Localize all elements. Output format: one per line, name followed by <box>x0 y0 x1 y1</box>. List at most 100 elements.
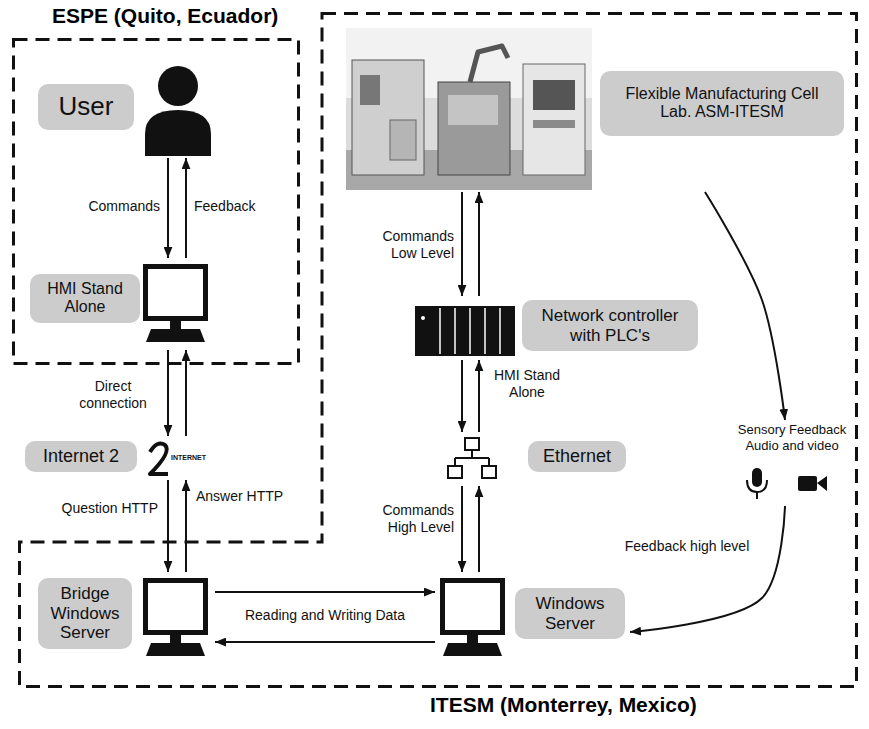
rack-slot <box>484 308 486 354</box>
edge-label: Reading and Writing Data <box>222 607 428 624</box>
edge-label: Direct connection <box>66 378 160 412</box>
edge-label: HMI Stand Alone <box>487 367 567 401</box>
photo-machine <box>438 82 510 175</box>
connector-arrow <box>215 641 435 643</box>
dashed-border <box>20 14 857 687</box>
mic-head <box>752 468 762 487</box>
connector-arrow <box>478 486 480 572</box>
photo-panel <box>360 75 380 105</box>
network-wire <box>488 458 490 466</box>
edge-label: Commands Low Level <box>358 228 454 262</box>
label-pill: User <box>38 84 134 130</box>
monitor-icon <box>146 267 206 343</box>
node-text: Bridge Windows Server <box>51 584 120 642</box>
connector-arrow <box>215 591 435 593</box>
label-pill: Internet 2 <box>25 441 137 472</box>
monitor-icon <box>443 581 503 657</box>
connector-arrow <box>185 350 187 436</box>
user-icon <box>145 66 211 156</box>
connector-arrow <box>478 192 480 296</box>
label-pill: Flexible Manufacturing Cell Lab. ASM-ITE… <box>600 71 844 136</box>
node-text: Network controller with PLC's <box>542 306 679 345</box>
network-wire <box>455 457 489 459</box>
rack-slot <box>454 308 456 354</box>
ethernet-icon <box>448 438 496 478</box>
network-wire <box>454 458 456 466</box>
camera-icon <box>798 476 827 491</box>
photo-ground <box>346 28 592 190</box>
cell-photo <box>346 28 592 190</box>
rack-body <box>415 306 515 356</box>
label-pill: HMI Stand Alone <box>30 274 140 323</box>
edge-label: Commands High Level <box>358 502 454 536</box>
photo-shelf <box>533 120 575 128</box>
connector-arrow <box>461 360 463 432</box>
connector-arrow <box>478 360 480 432</box>
connector-arrow <box>185 158 187 258</box>
photo-window <box>448 95 498 125</box>
connector-arrow <box>185 480 187 572</box>
edge-label: Commands <box>80 198 160 215</box>
component-node: Windows Server <box>435 572 630 662</box>
edge-label: Feedback <box>194 198 274 215</box>
connector-arrow <box>705 192 785 420</box>
region-heading: ESPE (Quito, Ecuador) <box>52 4 278 28</box>
node-text: Internet 2 <box>43 446 119 466</box>
camera-body <box>798 476 817 491</box>
photo-machine <box>352 60 424 175</box>
node-text: Windows Server <box>536 594 605 633</box>
edge-label: Feedback high level <box>620 538 754 555</box>
mic-holder <box>747 480 767 492</box>
label-pill: Bridge Windows Server <box>38 578 132 649</box>
user-body <box>145 110 211 156</box>
sensor-node: Sensory Feedback Audio and video <box>728 420 858 506</box>
dashed-border <box>14 40 299 364</box>
mic-stand <box>756 492 758 499</box>
microphone-icon <box>747 468 767 499</box>
connector-arrow <box>461 192 463 296</box>
user-head <box>158 66 198 106</box>
plc-rack-icon <box>415 306 515 356</box>
logo-text: INTERNET <box>171 454 206 461</box>
rack-slot <box>469 308 471 354</box>
network-box <box>482 466 496 478</box>
component-node: Flexible Manufacturing Cell Lab. ASM-ITE… <box>343 25 853 192</box>
node-text: Flexible Manufacturing Cell Lab. ASM-ITE… <box>626 85 819 120</box>
rack-slot <box>439 308 441 354</box>
connector-arrow <box>167 158 169 258</box>
rack-led <box>421 316 425 320</box>
node-text: HMI Stand Alone <box>47 280 123 315</box>
region-heading: ITESM (Monterrey, Mexico) <box>430 693 697 717</box>
network-wire <box>471 450 473 458</box>
component-node: Ethernet <box>440 432 630 486</box>
node-text: User <box>59 91 114 121</box>
monitor-icon <box>146 581 206 657</box>
component-node: HMI Stand Alone <box>28 258 215 350</box>
edge-label: Answer HTTP <box>196 488 314 505</box>
node-text: Sensory Feedback Audio and video <box>728 422 856 453</box>
photo-panel <box>533 80 575 110</box>
component-node: User <box>35 60 215 158</box>
network-box <box>448 466 462 478</box>
label-pill: Network controller with PLC's <box>522 300 698 351</box>
connector-arrow <box>167 480 169 572</box>
edge-label: Question HTTP <box>30 500 158 517</box>
component-node: Bridge Windows Server <box>35 572 215 662</box>
label-pill: Windows Server <box>515 588 625 639</box>
network-box <box>465 438 479 450</box>
internet-logo <box>150 444 168 474</box>
component-node: Network controller with PLC's <box>412 296 700 360</box>
rack-slot <box>499 308 501 354</box>
photo-door <box>390 120 416 160</box>
photo-robot-arm <box>470 46 508 82</box>
site-region: ITESM (Monterrey, Mexico)Bridge Windows … <box>18 12 858 688</box>
connector-arrow <box>461 486 463 572</box>
node-text: Ethernet <box>543 446 611 466</box>
label-pill: Ethernet <box>528 441 626 472</box>
camera-lens <box>817 476 827 491</box>
photo-machine <box>523 64 585 175</box>
connector-arrow <box>630 506 785 632</box>
